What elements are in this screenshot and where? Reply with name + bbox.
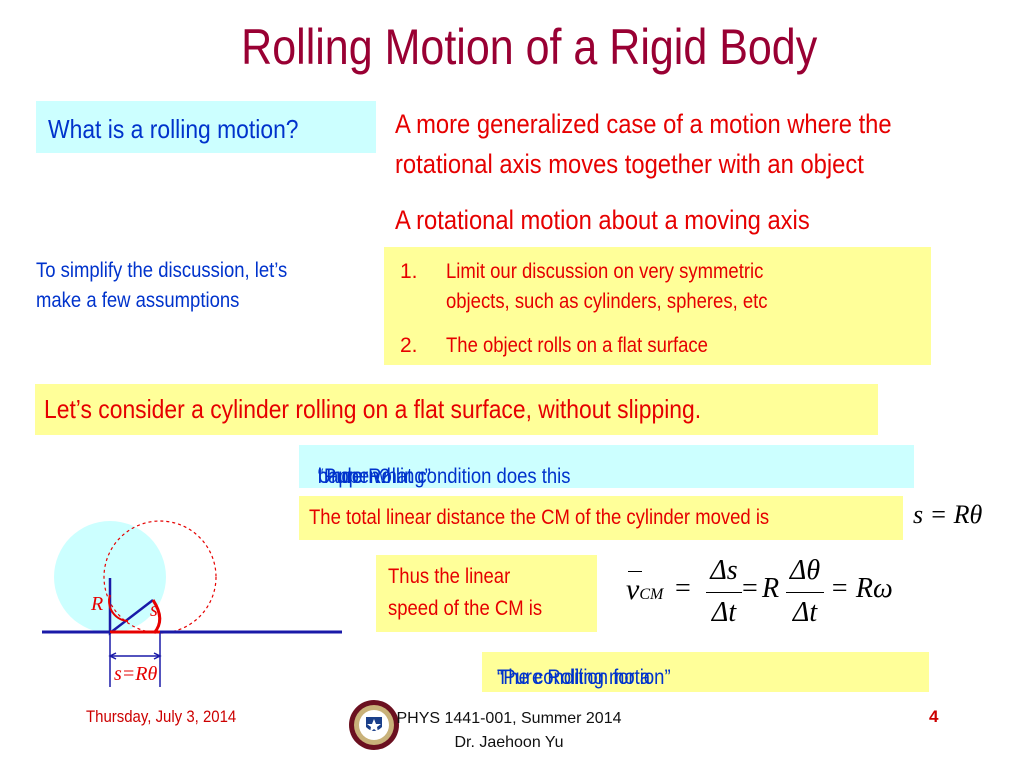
distance-label: s=Rθ [114,663,157,685]
footer-date: Thursday, July 3, 2014 [86,707,237,726]
simplify-line-1: To simplify the discussion, let’s [36,259,288,282]
v-letter: v [626,573,640,606]
rotational-motion-label: A rotational motion about a moving axis [395,205,810,235]
dimension-arrow-left [108,652,117,660]
total-distance-text: The total linear distance the CM of the … [309,506,770,529]
velocity-equation: vCM = Δs Δt = R Δθ Δt = Rω [620,555,920,635]
consider-text: Let’s consider a cylinder rolling on a f… [44,394,702,424]
fraction-numerator: Δs [710,555,738,586]
instructor-name: Dr. Jaehoon Yu [454,734,564,751]
rolling-cylinder-diagram: R s s=Rθ [42,520,342,687]
assumption-number: 1. [400,260,418,283]
assumption-text: objects, such as cylinders, spheres, etc [446,290,768,313]
condition-quote: “Pure Rolling motion” [497,666,671,689]
arc-length-equation: s = Rθ [913,500,982,530]
fraction-denominator: Δt [792,597,818,628]
arc-label: s [150,599,158,621]
equals-sign: = [742,573,758,604]
course-name: PHYS 1441-001, Summer 2014 [396,710,622,727]
fraction-bar [706,592,742,593]
footer-course: PHYS 1441-001, Summer 2014 Dr. Jaehoon Y… [394,707,624,755]
university-seal-icon [349,700,399,750]
pure-rolling-question-box: Under what condition does this “Pure Rol… [299,445,914,488]
rolling-motion-question: What is a rolling motion? [48,114,299,144]
cylinder-initial [54,521,166,633]
bar-accent [628,571,642,572]
omega-term: = Rω [830,573,893,604]
cm-subscript: CM [639,586,664,603]
angle-arc [108,594,129,622]
simplify-line-2: make a few assumptions [36,289,240,312]
dimension-arrow-right [153,652,162,660]
definition-text: A more generalized case of a motion wher… [395,104,959,184]
pure-rolling-condition-box: The condition for a “Pure Rolling motion… [482,652,929,692]
equals-sign: = [675,573,691,604]
velocity-symbol: vCM [626,571,664,607]
slide-title: Rolling Motion of a Rigid Body [241,19,818,75]
linear-speed-line-2: speed of the CM is [388,597,543,620]
rolling-motion-question-box: What is a rolling motion? [36,101,376,153]
arc-length-formula: s = Rθ [913,500,983,529]
fraction-bar [786,592,824,593]
page-number: 4 [929,707,939,726]
question-quote: “Pure Rolling” [317,465,431,488]
total-distance-box: The total linear distance the CM of the … [299,496,903,540]
definition-line-1: A more generalized case of a motion wher… [395,109,892,139]
assumption-text: The object rolls on a flat surface [446,334,708,357]
radius-symbol: R [762,573,780,604]
condition-prefix: The condition for a [497,666,651,689]
cylinder-moved [103,520,217,634]
linear-speed-box: Thus the linear speed of the CM is [376,555,597,632]
fraction-numerator: Δθ [789,555,821,586]
consider-box: Let’s consider a cylinder rolling on a f… [35,384,878,435]
assumptions-box: 1. Limit our discussion on very symmetri… [384,247,931,365]
question-suffix: happen? [317,465,390,488]
simplify-text: To simplify the discussion, let’s make a… [36,256,322,316]
assumption-number: 2. [400,334,418,357]
assumption-text: Limit our discussion on very symmetric [446,260,764,283]
question-prefix: Under what condition does this [317,465,571,488]
fraction-denominator: Δt [711,597,737,628]
radius-label: R [90,593,103,615]
rotational-motion-text: A rotational motion about a moving axis [395,205,866,236]
definition-line-2: rotational axis moves together with an o… [395,149,864,179]
linear-speed-line-1: Thus the linear [388,565,511,588]
